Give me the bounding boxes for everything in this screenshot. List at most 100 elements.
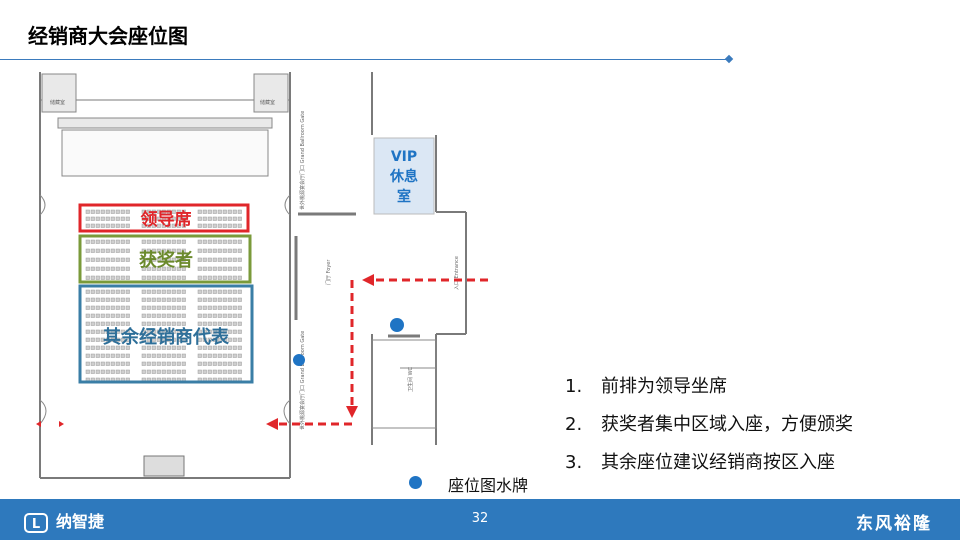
seat — [95, 297, 100, 302]
seat — [90, 266, 95, 271]
seat — [95, 369, 100, 374]
seat — [100, 329, 105, 334]
seat — [115, 337, 120, 342]
seat — [232, 329, 237, 334]
seat — [222, 321, 227, 326]
seat — [237, 305, 242, 310]
seat — [156, 216, 161, 221]
seat — [156, 353, 161, 358]
vip-room — [373, 137, 435, 215]
seat — [202, 209, 207, 214]
seat — [181, 337, 186, 342]
seat — [161, 239, 166, 244]
seat — [227, 361, 232, 366]
seat — [227, 257, 232, 262]
seat — [232, 305, 237, 310]
brand-right: 东风裕隆 — [856, 514, 932, 534]
seat — [227, 216, 232, 221]
seat — [171, 321, 176, 326]
zone-other-label: 其余经销商代表 — [103, 326, 230, 348]
seat — [161, 289, 166, 294]
seat — [85, 321, 90, 326]
seat — [237, 321, 242, 326]
seat — [115, 289, 120, 294]
seat — [141, 305, 146, 310]
seat — [181, 353, 186, 358]
seat — [100, 345, 105, 350]
seat — [110, 353, 115, 358]
seat — [217, 209, 222, 214]
seat — [141, 248, 146, 253]
note-number: 1. — [565, 376, 583, 397]
seat — [181, 329, 186, 334]
seat — [115, 353, 120, 358]
seat — [181, 239, 186, 244]
seat — [181, 369, 186, 374]
seat — [197, 337, 202, 342]
seat — [120, 305, 125, 310]
seat — [90, 321, 95, 326]
seat — [181, 266, 186, 271]
seat — [202, 289, 207, 294]
wc-walls — [371, 339, 437, 429]
seat — [90, 337, 95, 342]
seat — [212, 248, 217, 253]
seat — [166, 209, 171, 214]
seat — [222, 345, 227, 350]
seat — [171, 313, 176, 318]
seat — [156, 248, 161, 253]
seat — [212, 329, 217, 334]
seat — [151, 289, 156, 294]
seat — [212, 345, 217, 350]
seat — [146, 353, 151, 358]
seat — [141, 275, 146, 280]
seat — [232, 266, 237, 271]
seat — [161, 313, 166, 318]
seat — [100, 266, 105, 271]
seat — [197, 209, 202, 214]
seat — [141, 223, 146, 228]
ballroom-top-structures — [41, 73, 289, 177]
seat — [181, 321, 186, 326]
seat — [110, 289, 115, 294]
seat — [95, 329, 100, 334]
seat — [95, 223, 100, 228]
seat — [146, 337, 151, 342]
brand-left-name: 纳智捷 — [56, 512, 105, 531]
seat — [227, 223, 232, 228]
seat — [207, 345, 212, 350]
seat — [166, 275, 171, 280]
seat — [197, 345, 202, 350]
seat — [110, 216, 115, 221]
seat — [115, 248, 120, 253]
seat — [151, 337, 156, 342]
seat — [227, 239, 232, 244]
seat — [237, 223, 242, 228]
seat — [212, 257, 217, 262]
seat — [222, 305, 227, 310]
seat — [202, 345, 207, 350]
zone-leaders-label: 领导席 — [141, 209, 192, 230]
seat — [110, 313, 115, 318]
zone-other-box — [78, 284, 254, 384]
seat — [176, 305, 181, 310]
seat — [146, 266, 151, 271]
seat — [141, 329, 146, 334]
seat — [141, 337, 146, 342]
notes-list: 1.前排为领导坐席 2.获奖者集中区域入座，方便颁奖 3.其余座位建议经销商按区… — [565, 368, 853, 482]
seat — [85, 329, 90, 334]
seat — [171, 248, 176, 253]
seat — [207, 337, 212, 342]
seat — [207, 329, 212, 334]
seat — [90, 209, 95, 214]
seat — [207, 321, 212, 326]
seat — [202, 361, 207, 366]
seat — [100, 257, 105, 262]
seat — [197, 321, 202, 326]
seat — [171, 305, 176, 310]
seat — [232, 239, 237, 244]
note-text: 其余座位建议经销商按区入座 — [601, 452, 835, 473]
seat — [100, 209, 105, 214]
seat — [156, 289, 161, 294]
slide-title: 经销商大会座位图 — [28, 24, 188, 48]
